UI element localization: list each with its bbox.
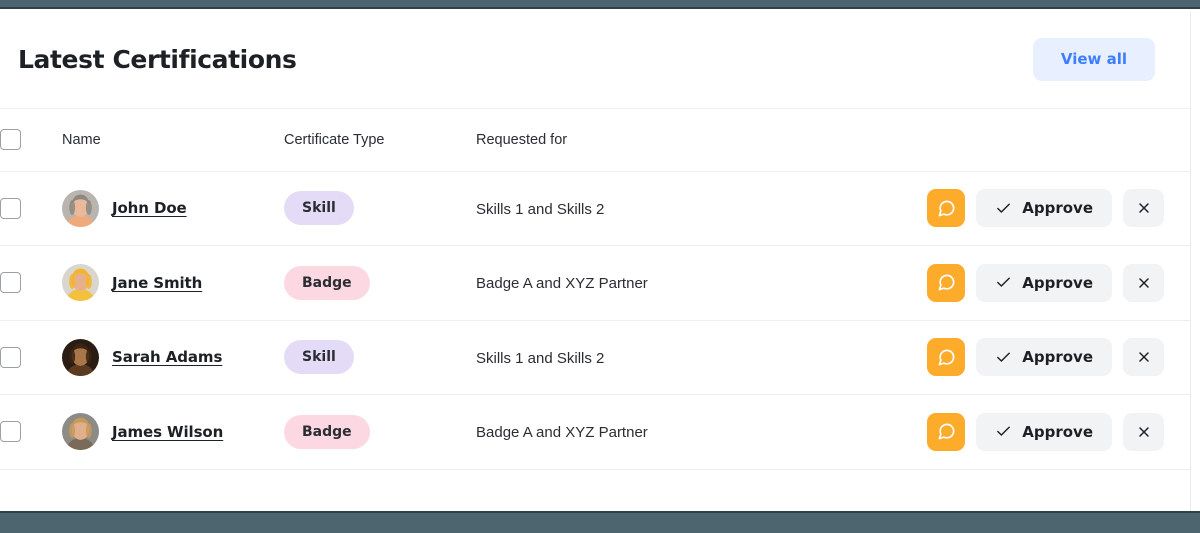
- approve-button[interactable]: Approve: [976, 263, 1112, 302]
- row-name-cell: Jane Smith: [62, 245, 284, 321]
- row-actions-cell: Approve: [896, 320, 1191, 395]
- approve-button[interactable]: Approve: [976, 338, 1112, 377]
- row-actions: Approve: [896, 338, 1191, 377]
- row-name-cell: James Wilson: [62, 394, 284, 470]
- row-actions-cell: Approve: [896, 171, 1191, 246]
- certifications-table: Name Certificate Type Requested for John…: [0, 109, 1191, 470]
- message-button[interactable]: [927, 412, 966, 451]
- row-checkbox[interactable]: [0, 197, 21, 219]
- column-header-actions: [896, 109, 1191, 172]
- row-requested-for-cell: Skills 1 and Skills 2: [476, 320, 896, 395]
- row-name-cell: John Doe: [62, 171, 284, 246]
- approve-button-label: Approve: [1022, 273, 1093, 292]
- column-header-name: Name: [62, 109, 284, 172]
- message-button[interactable]: [927, 189, 966, 228]
- row-actions-cell: Approve: [896, 394, 1191, 470]
- message-button[interactable]: [927, 263, 966, 302]
- table-header-row: Name Certificate Type Requested for: [0, 109, 1191, 172]
- reject-button[interactable]: [1123, 338, 1164, 377]
- requested-for-text: Skills 1 and Skills 2: [476, 349, 605, 367]
- avatar: [62, 338, 99, 376]
- row-certificate-type-cell: Skill: [284, 320, 476, 395]
- close-x-icon: [1136, 200, 1152, 216]
- message-square-icon: [937, 422, 956, 441]
- approve-button[interactable]: Approve: [976, 189, 1112, 228]
- table-row: Jane Smith Badge Badge A and XYZ Partner Ap…: [0, 245, 1191, 321]
- top-chrome-bar: [0, 0, 1200, 9]
- row-select-cell: [0, 171, 62, 246]
- table-row: John Doe Skill Skills 1 and Skills 2 Approv…: [0, 171, 1191, 246]
- close-x-icon: [1136, 424, 1152, 440]
- approve-button[interactable]: Approve: [976, 412, 1112, 451]
- row-requested-for-cell: Skills 1 and Skills 2: [476, 171, 896, 246]
- view-all-button[interactable]: View all: [1032, 38, 1155, 81]
- row-actions: Approve: [896, 263, 1191, 302]
- check-icon: [995, 423, 1012, 440]
- message-square-icon: [937, 199, 956, 218]
- avatar: [62, 264, 99, 302]
- latest-certifications-card: Latest Certifications View all Name Cert…: [0, 11, 1191, 511]
- row-checkbox[interactable]: [0, 272, 21, 294]
- certificate-type-badge: Badge: [284, 414, 370, 449]
- person-name-link[interactable]: John Doe: [112, 199, 187, 218]
- row-certificate-type-cell: Badge: [284, 394, 476, 470]
- reject-button[interactable]: [1123, 412, 1164, 451]
- requested-for-text: Badge A and XYZ Partner: [476, 275, 648, 293]
- card-header: Latest Certifications View all: [0, 11, 1190, 109]
- row-checkbox[interactable]: [0, 421, 21, 443]
- column-header-select: [0, 109, 62, 172]
- avatar: [62, 413, 99, 451]
- certificate-type-badge: Badge: [284, 265, 370, 300]
- certificate-type-badge: Skill: [284, 191, 354, 226]
- close-x-icon: [1136, 275, 1152, 291]
- row-actions-cell: Approve: [896, 245, 1191, 321]
- approve-button-label: Approve: [1022, 199, 1093, 218]
- select-all-checkbox[interactable]: [0, 129, 21, 151]
- close-x-icon: [1136, 349, 1152, 365]
- check-icon: [995, 274, 1012, 291]
- row-certificate-type-cell: Skill: [284, 171, 476, 246]
- check-icon: [995, 349, 1012, 366]
- person-name-link[interactable]: Sarah Adams: [112, 348, 223, 367]
- row-certificate-type-cell: Badge: [284, 245, 476, 321]
- row-select-cell: [0, 245, 62, 321]
- table-row: Sarah Adams Skill Skills 1 and Skills 2 App…: [0, 320, 1191, 395]
- table-header: Name Certificate Type Requested for: [0, 109, 1191, 172]
- row-select-cell: [0, 394, 62, 470]
- certificate-type-badge: Skill: [284, 340, 354, 375]
- row-actions: Approve: [896, 412, 1191, 451]
- message-square-icon: [937, 273, 956, 292]
- person-name-link[interactable]: Jane Smith: [112, 273, 203, 292]
- bottom-chrome-bar: [0, 511, 1200, 533]
- page-title: Latest Certifications: [18, 45, 297, 74]
- row-checkbox[interactable]: [0, 346, 21, 368]
- message-button[interactable]: [927, 338, 966, 377]
- check-icon: [995, 200, 1012, 217]
- requested-for-text: Badge A and XYZ Partner: [476, 424, 648, 442]
- message-square-icon: [937, 348, 956, 367]
- approve-button-label: Approve: [1022, 348, 1093, 367]
- person-name-link[interactable]: James Wilson: [112, 422, 224, 441]
- table-row: James Wilson Badge Badge A and XYZ Partner…: [0, 394, 1191, 470]
- row-select-cell: [0, 320, 62, 395]
- row-requested-for-cell: Badge A and XYZ Partner: [476, 394, 896, 470]
- requested-for-text: Skills 1 and Skills 2: [476, 200, 605, 218]
- column-header-requested-for: Requested for: [476, 109, 896, 172]
- row-requested-for-cell: Badge A and XYZ Partner: [476, 245, 896, 321]
- row-actions: Approve: [896, 189, 1191, 228]
- column-header-certificate-type: Certificate Type: [284, 109, 476, 172]
- avatar: [62, 189, 99, 227]
- reject-button[interactable]: [1123, 189, 1164, 228]
- approve-button-label: Approve: [1022, 422, 1093, 441]
- row-name-cell: Sarah Adams: [62, 320, 284, 395]
- reject-button[interactable]: [1123, 263, 1164, 302]
